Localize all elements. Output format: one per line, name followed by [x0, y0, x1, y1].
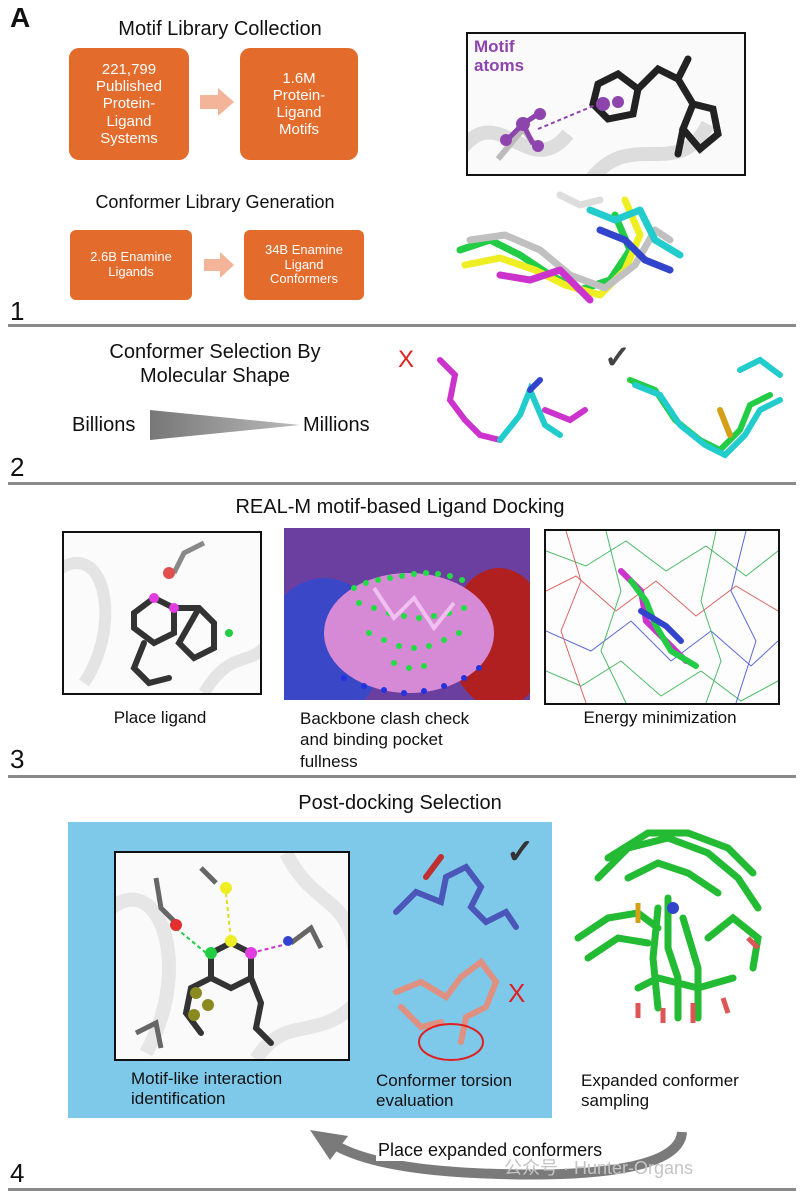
section-number: 4 — [10, 1158, 25, 1188]
place-ligand-caption: Place ligand — [113, 708, 207, 727]
enamine-conformers-box: 34B Enamine Ligand Conformers — [244, 230, 364, 300]
protein-ligand-motifs-box: 1.6M Protein- Ligand Motifs — [240, 48, 358, 160]
section-divider — [8, 324, 796, 327]
conformer-library-title: Conformer Library Generation — [95, 192, 335, 212]
motif-interaction-caption: Motif-like interaction identification — [131, 1069, 283, 1109]
section-number: 1 — [10, 296, 25, 326]
loop-arrow-icon — [300, 1122, 700, 1182]
expanded-sampling-caption: Expanded conformer sampling — [581, 1071, 739, 1111]
place-ligand-image — [62, 531, 262, 695]
torsion-reject-mark-icon: X — [508, 978, 526, 1008]
section-divider — [8, 1188, 796, 1191]
motif-atoms-image — [466, 32, 746, 176]
energy-minimization-caption: Energy minimization — [583, 708, 737, 727]
docking-title: REAL-M motif-based Ligand Docking — [235, 496, 565, 518]
watermark: 公众号 · Hunter-Organs — [504, 1158, 694, 1178]
torsion-evaluation-caption: Conformer torsion evaluation — [376, 1071, 513, 1111]
arrow-right-icon — [204, 252, 234, 278]
accept-mark-icon: ✓ — [604, 339, 631, 375]
arrow-right-icon — [200, 88, 234, 116]
enamine-ligands-box: 2.6B Enamine Ligands — [70, 230, 192, 300]
motif-library-title: Motif Library Collection — [118, 18, 322, 40]
motif-atoms-label: Motif atoms — [474, 37, 525, 75]
billions-label: Billions — [72, 414, 136, 436]
energy-minimization-image — [544, 529, 780, 705]
conformer-overlay-image — [440, 180, 700, 320]
published-systems-box: 221,799 Published Protein- Ligand System… — [69, 48, 189, 160]
motif-interaction-image — [114, 851, 350, 1061]
clash-check-caption: Backbone clash check and binding pocket … — [300, 709, 470, 771]
post-docking-title: Post-docking Selection — [298, 792, 502, 814]
torsion-accept-mark-icon: ✓ — [506, 833, 535, 871]
binding-pocket-image — [284, 528, 530, 700]
conformer-selection-title: Conformer Selection By Molecular Shape — [109, 341, 321, 387]
reject-mark-icon: X — [398, 346, 415, 373]
funnel-wedge-icon — [150, 410, 300, 440]
loop-label: Place expanded conformers — [376, 1140, 605, 1161]
section-number: 2 — [10, 452, 25, 482]
torsion-evaluation-image — [386, 842, 536, 1072]
expanded-conformers-image — [558, 818, 788, 1048]
accepted-conformer-image — [620, 350, 790, 470]
section-divider — [8, 482, 796, 485]
section-divider — [8, 775, 796, 778]
panel-label: A — [10, 2, 31, 33]
rejected-conformer-image — [420, 340, 600, 460]
millions-label: Millions — [303, 414, 370, 436]
section-number: 3 — [10, 744, 25, 774]
